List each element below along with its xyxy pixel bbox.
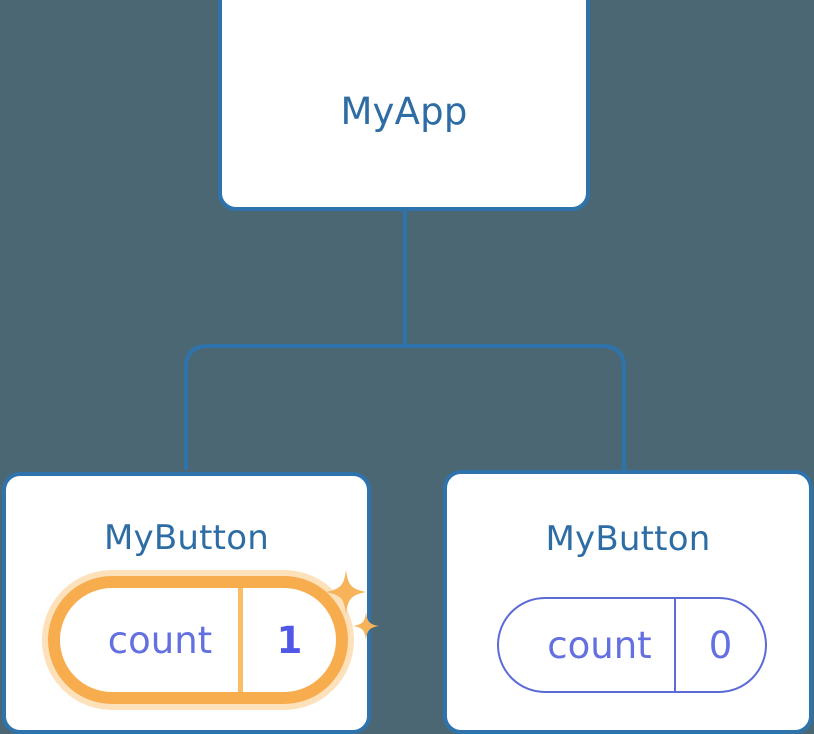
- state-key-label: count: [547, 623, 652, 667]
- card-mybutton-right[interactable]: MyButton count 0: [443, 470, 813, 734]
- state-pill-plain[interactable]: count 0: [497, 597, 767, 693]
- card-title-mybutton-left: MyButton: [104, 518, 269, 558]
- state-pill-highlighted[interactable]: count 1: [42, 570, 354, 710]
- card-title-myapp: MyApp: [340, 90, 468, 133]
- state-value-label: 1: [238, 588, 336, 692]
- card-title-mybutton-right: MyButton: [545, 519, 711, 559]
- pill-body[interactable]: count 1: [60, 588, 336, 692]
- connector-branch-bar: [184, 344, 626, 470]
- state-value-label: 0: [674, 599, 765, 691]
- card-mybutton-left[interactable]: MyButton count 1: [2, 472, 379, 734]
- card-myapp[interactable]: MyApp: [218, 0, 590, 211]
- state-key-label: count: [107, 618, 213, 662]
